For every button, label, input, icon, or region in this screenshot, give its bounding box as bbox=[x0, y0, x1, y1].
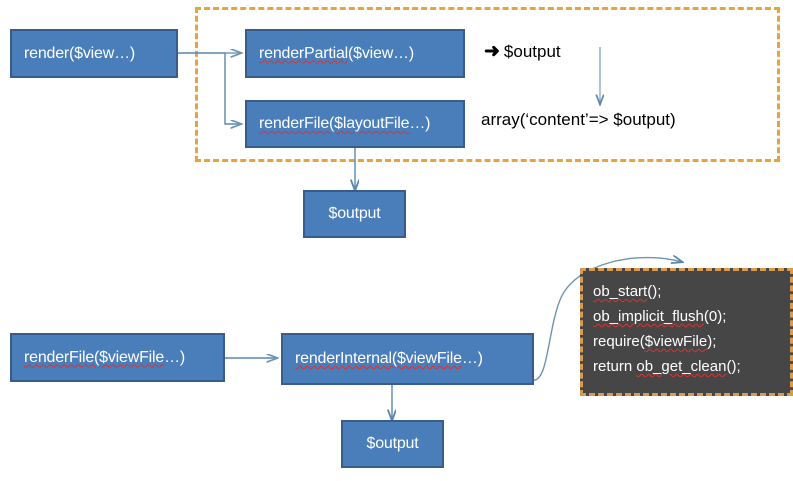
code-line-2-identifier: $viewFile bbox=[644, 333, 708, 350]
code-line: ob_implicit_flush(0); bbox=[593, 304, 790, 329]
node-output-top-label: $output bbox=[328, 205, 381, 222]
render-stage-group-outline bbox=[195, 7, 780, 162]
annotation-array-content-text: array(‘content’=> $output) bbox=[481, 110, 676, 129]
code-line-2-rest: ); bbox=[707, 333, 717, 350]
code-line-1-rest: (0); bbox=[703, 308, 727, 325]
code-line: ob_start(); bbox=[593, 279, 790, 304]
code-line-0-identifier: ob_start bbox=[593, 283, 648, 300]
node-render-file-layout-args: …) bbox=[409, 115, 431, 132]
annotation-array-content: array(‘content’=> $output) bbox=[481, 110, 676, 130]
node-render-file-layout[interactable]: renderFile($layoutFile…) bbox=[245, 100, 465, 148]
node-render-file-view-label: renderFile($viewFile bbox=[24, 348, 165, 366]
node-output-bottom-label: $output bbox=[366, 435, 419, 452]
code-line-2-prefix: require( bbox=[593, 333, 645, 350]
code-line-0-rest: (); bbox=[647, 283, 662, 300]
node-render-partial-args: ($view…) bbox=[348, 44, 414, 62]
code-line: return ob_get_clean(); bbox=[593, 354, 790, 379]
node-render-partial-label: renderPartial bbox=[259, 44, 349, 62]
node-render-internal-args: …) bbox=[461, 350, 483, 367]
node-render-internal[interactable]: renderInternal($viewFile…) bbox=[281, 333, 534, 385]
annotation-returns-output: ➜$output bbox=[484, 40, 561, 63]
code-block-output-buffering: ob_start(); ob_implicit_flush(0); requir… bbox=[580, 268, 793, 396]
node-render-label: render($view…) bbox=[24, 44, 136, 62]
right-arrow-icon: ➜ bbox=[484, 41, 500, 62]
code-line-3-prefix: return bbox=[593, 358, 637, 375]
code-line-3-identifier: ob_get_clean bbox=[636, 358, 727, 375]
code-line: require($viewFile); bbox=[593, 329, 790, 354]
annotation-returns-output-text: $output bbox=[503, 42, 561, 61]
node-output-top[interactable]: $output bbox=[303, 190, 406, 238]
node-render[interactable]: render($view…) bbox=[10, 29, 178, 78]
node-render-file-layout-label: renderFile($layoutFile bbox=[259, 115, 410, 132]
code-line-1-identifier: ob_implicit_flush bbox=[593, 308, 704, 325]
node-output-bottom[interactable]: $output bbox=[341, 420, 444, 468]
node-render-internal-label: renderInternal($viewFile bbox=[295, 350, 462, 367]
code-line-3-rest: (); bbox=[726, 358, 741, 375]
node-render-file-view[interactable]: renderFile($viewFile…) bbox=[10, 333, 225, 382]
node-render-partial[interactable]: renderPartial($view…) bbox=[245, 29, 465, 78]
node-render-file-view-args: …) bbox=[164, 348, 185, 366]
